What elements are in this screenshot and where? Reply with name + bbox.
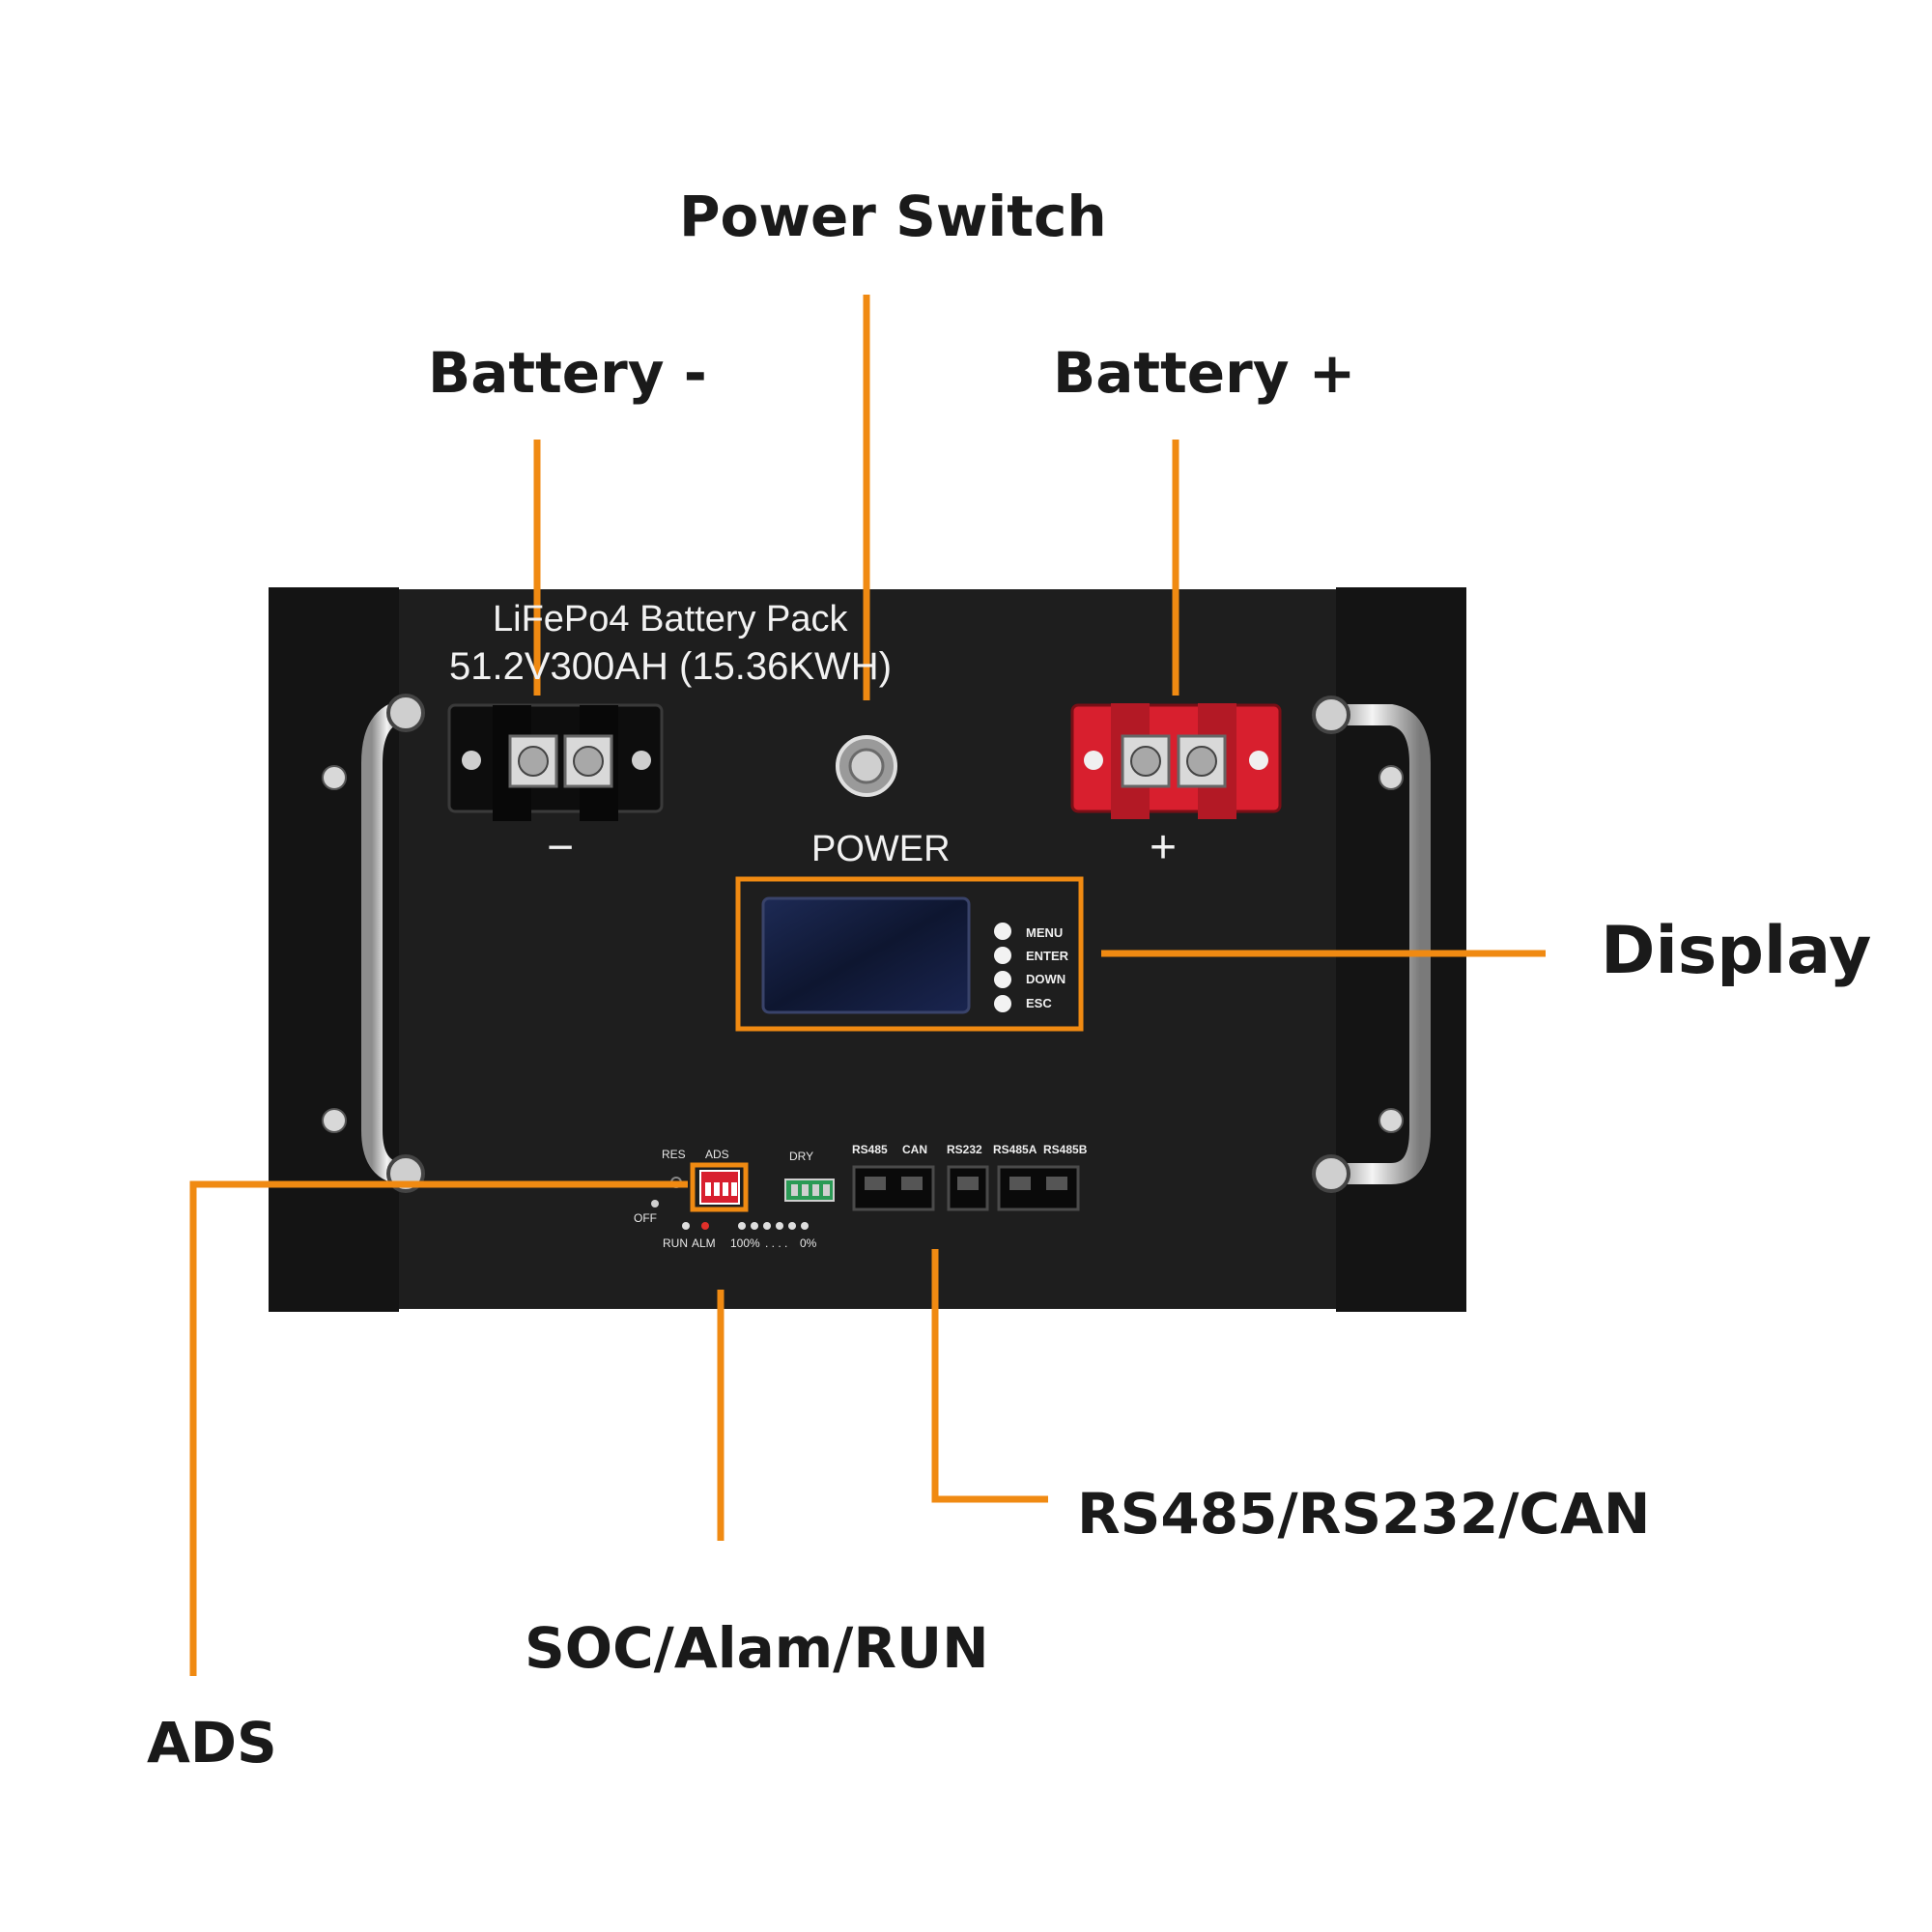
ads-highlight-box — [690, 1162, 749, 1212]
rs485-port-label: RS485 — [852, 1143, 888, 1156]
can-port-label: CAN — [902, 1143, 927, 1156]
soc-full-label: 100% — [730, 1236, 760, 1250]
dry-label: DRY — [789, 1150, 814, 1163]
rs485b-port-label: RS485B — [1043, 1143, 1088, 1156]
status-led-icons — [682, 1222, 809, 1230]
negative-terminal-icon — [447, 703, 664, 821]
callout-leader-lines — [189, 295, 1546, 1676]
rs232-port-label: RS232 — [947, 1143, 982, 1156]
callout-power-switch: Power Switch — [679, 184, 1107, 249]
display-lcd — [761, 896, 971, 1014]
callout-display: Display — [1601, 913, 1872, 989]
ads-label: ADS — [705, 1148, 729, 1161]
soc-dots-label: . . . . — [765, 1236, 788, 1250]
callout-ads: ADS — [147, 1710, 277, 1776]
run-label: RUN — [663, 1236, 688, 1250]
callout-battery-negative: Battery - — [428, 340, 707, 406]
soc-empty-label: 0% — [800, 1236, 817, 1250]
power-label: POWER — [811, 829, 951, 869]
res-label: RES — [662, 1148, 686, 1161]
mounting-screw-icons — [322, 765, 1404, 1133]
negative-sign: − — [547, 822, 575, 873]
callout-soc-alarm-run: SOC/Alam/RUN — [525, 1615, 989, 1681]
display-button-icons — [994, 923, 1011, 1012]
display-highlight-box — [735, 876, 1084, 1032]
menu-button-label: MENU — [1026, 925, 1064, 940]
down-button-label: DOWN — [1026, 972, 1066, 986]
panel-spec: 51.2V300AH (15.36KWH) — [449, 645, 893, 688]
esc-button-label: ESC — [1026, 996, 1052, 1010]
alm-label: ALM — [692, 1236, 716, 1250]
right-handle-icon — [1322, 704, 1431, 1184]
rs485a-port-label: RS485A — [993, 1143, 1037, 1156]
right-mounting-ear — [1336, 587, 1466, 1312]
off-label: OFF — [634, 1211, 657, 1225]
positive-terminal-icon — [1070, 703, 1282, 819]
power-switch-icon — [836, 735, 897, 797]
callout-rs-ports: RS485/RS232/CAN — [1077, 1481, 1651, 1547]
callout-battery-positive: Battery + — [1053, 340, 1356, 406]
positive-sign: + — [1150, 822, 1178, 873]
enter-button-label: ENTER — [1026, 949, 1069, 963]
panel-title: LiFePo4 Battery Pack — [493, 599, 848, 639]
